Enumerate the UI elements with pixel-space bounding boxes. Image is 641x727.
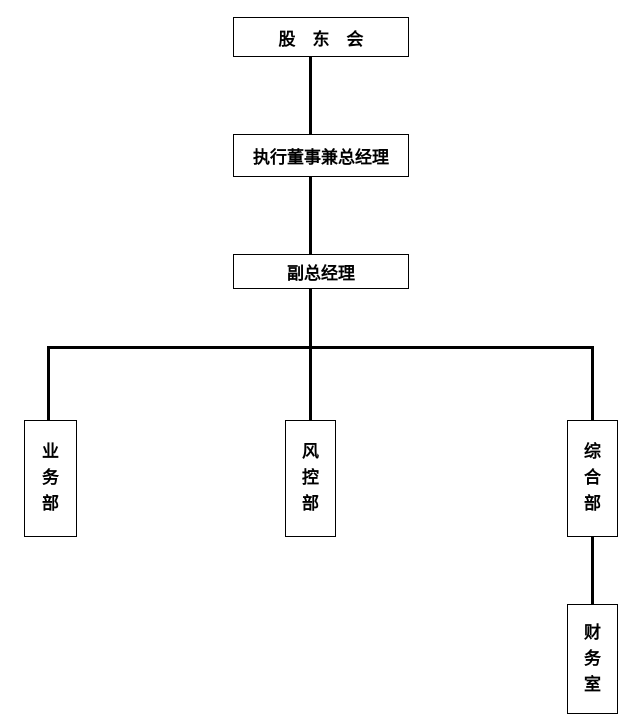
deputy-gm-label: 副总经理 (287, 264, 355, 284)
executive-director-label: 执行董事兼总经理 (253, 148, 389, 168)
shareholders-label: 股 东 会 (278, 29, 364, 50)
shareholders-box: 股 东 会 (233, 17, 409, 57)
connector-deputy-trunk (309, 288, 312, 421)
business-dept-char: 业 (42, 442, 59, 462)
risk-dept-char: 风 (302, 442, 319, 462)
general-dept-char: 综 (584, 442, 601, 462)
connector-horizontal-bus (47, 346, 594, 349)
business-dept-box: 业 务 部 (24, 420, 77, 537)
risk-dept-char: 控 (302, 468, 319, 488)
general-dept-char: 部 (584, 494, 601, 514)
connector-general-finance (591, 536, 594, 605)
connector-general-drop (591, 346, 594, 421)
executive-director-box: 执行董事兼总经理 (233, 134, 409, 177)
business-dept-char: 部 (42, 494, 59, 514)
connector-business-drop (47, 346, 50, 421)
general-dept-box: 综 合 部 (567, 420, 618, 537)
risk-dept-box: 风 控 部 (285, 420, 336, 537)
general-dept-char: 合 (584, 468, 601, 488)
risk-dept-char: 部 (302, 494, 319, 514)
finance-office-char: 室 (584, 674, 601, 695)
deputy-gm-box: 副总经理 (233, 254, 409, 289)
finance-office-box: 财 务 室 (567, 604, 618, 714)
connector-shareholders-executive (309, 56, 312, 134)
business-dept-char: 务 (42, 468, 59, 488)
connector-executive-deputy (309, 176, 312, 255)
finance-office-char: 务 (584, 648, 601, 669)
finance-office-char: 财 (584, 622, 601, 643)
